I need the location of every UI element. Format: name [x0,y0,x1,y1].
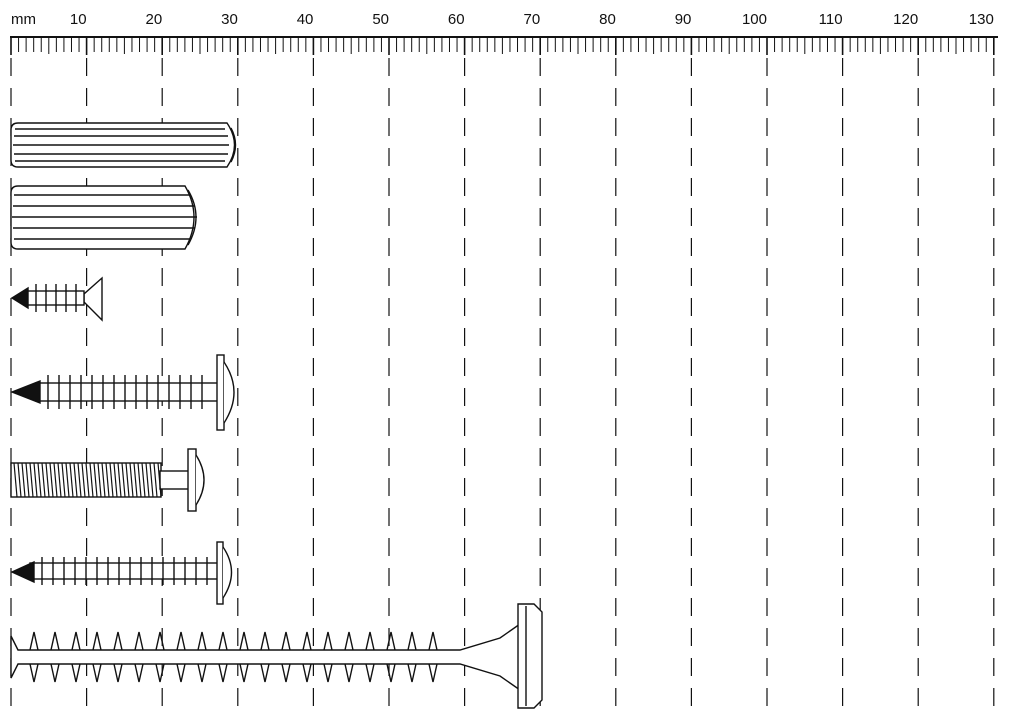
thread-line [85,462,90,498]
thread-crest [155,631,165,683]
thread-line [93,462,98,498]
pan-head-machine-screw-26 [10,448,205,512]
thread-line [129,462,134,498]
thread-line [45,462,50,498]
thread-line [57,462,62,498]
thread-crest [344,631,354,683]
ruler-label-40: 40 [297,11,314,28]
thread-line [21,462,26,498]
thread-line [149,462,154,498]
thread-line [29,462,34,498]
fluted-dowel-25 [10,185,197,250]
fluted-dowel-30 [10,122,237,168]
thread-crest [176,631,186,683]
thread-line [113,462,118,498]
ruler-label-70: 70 [524,11,541,28]
ruler-label-30: 30 [221,11,238,28]
thread-crest [134,631,144,683]
thread-line [89,462,94,498]
ruler-label-10: 10 [70,11,87,28]
thread-crest [281,631,291,683]
ruler-label-60: 60 [448,11,465,28]
thread-line [137,462,142,498]
ruler-label-80: 80 [599,11,616,28]
thread-line [153,462,158,498]
thread-crest [386,631,396,683]
thread-crest [50,631,60,683]
dashed-guide-lines [10,58,995,709]
thread-line [33,462,38,498]
thread-crest [71,631,81,683]
thread-crest [113,631,123,683]
thread-crest [365,631,375,683]
pan-head-tapping-screw-30b [10,541,233,605]
thread-line [25,462,30,498]
thread-line [141,462,146,498]
ruler-ticks [10,37,995,55]
countersunk-wood-screw-12 [10,276,103,322]
thread-crest [197,631,207,683]
thread-crest [239,631,249,683]
thread-line [145,462,150,498]
thread-crest [428,631,438,683]
thread-line [101,462,106,498]
ruler-label-110: 110 [819,11,843,28]
thread-line [97,462,102,498]
thread-crest [407,631,417,683]
thread-line [73,462,78,498]
thread-line [69,462,74,498]
thread-line [61,462,66,498]
thread-crest [323,631,333,683]
thread-line [13,462,18,498]
parts-group [10,122,543,709]
flat-head-concrete-screw-70 [10,603,543,709]
thread-line [77,462,82,498]
thread-crest [29,631,39,683]
thread-line [105,462,110,498]
ruler-unit-label: mm [11,11,36,28]
thread-crest [260,631,270,683]
thread-line [125,462,130,498]
ruler-label-90: 90 [675,11,692,28]
thread-line [65,462,70,498]
thread-line [81,462,86,498]
thread-line [53,462,58,498]
ruler-label-120: 120 [893,11,918,28]
thread-crest [92,631,102,683]
thread-crest [218,631,228,683]
thread-line [41,462,46,498]
thread-line [157,462,162,498]
thread-line [117,462,122,498]
thread-line [133,462,138,498]
thread-line [37,462,42,498]
thread-line [17,462,22,498]
mm-ruler: mm 10 20 30 40 50 60 70 80 90 100 110 120 130 [10,11,998,55]
thread-crest [302,631,312,683]
ruler-label-50: 50 [372,11,389,28]
pan-head-tapping-screw-30 [10,354,235,431]
ruler-label-100: 100 [742,11,767,28]
thread-line [49,462,54,498]
thread-line [121,462,126,498]
thread-line [109,462,114,498]
ruler-label-20: 20 [146,11,163,28]
ruler-label-130: 130 [969,11,994,28]
